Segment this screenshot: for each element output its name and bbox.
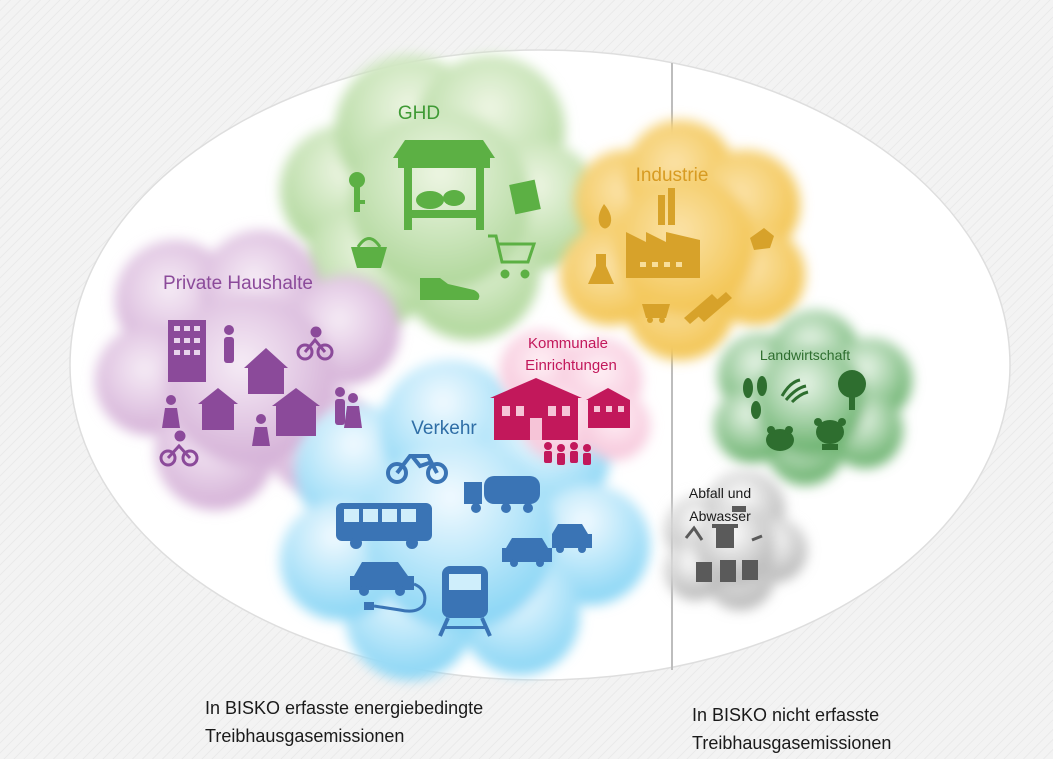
market-stall-icon: [393, 140, 495, 230]
shopping-cart-icon: [488, 234, 537, 279]
apartment-building-icon: [168, 320, 206, 382]
cow-icon: [814, 418, 846, 450]
field-icon: [780, 378, 809, 404]
label-abfall-2: Abwasser: [689, 508, 751, 524]
basket-icon: [351, 237, 387, 268]
people-group-icon: [544, 442, 591, 465]
electric-car-icon: [350, 562, 427, 613]
package-icon: [509, 179, 541, 215]
cyclist-icon: [159, 326, 334, 467]
key-icon: [349, 172, 365, 212]
label-landwirtschaft: Landwirtschaft: [760, 347, 850, 363]
mine-cart-icon: [642, 304, 670, 323]
motorcycle-icon: [386, 454, 448, 484]
cloud-landwirtschaft: [714, 310, 912, 485]
caption-excluded-line2: Treibhausgasemissionen: [692, 733, 892, 753]
waste-bin-icon: [696, 524, 758, 582]
caption-excluded: In BISKO nicht erfasste Treibhausgasemis…: [692, 701, 891, 757]
truck-icon: [464, 476, 540, 513]
municipal-building-icon: [586, 388, 630, 428]
town-hall-icon: [490, 378, 582, 440]
sewage-icon: [732, 506, 746, 512]
label-verkehr: Verkehr: [411, 418, 477, 439]
train-icon: [438, 566, 492, 637]
label-private-haushalte: Private Haushalte: [163, 273, 313, 294]
corn-icon: [743, 376, 767, 419]
bus-icon: [336, 503, 432, 549]
recycling-icon: [684, 525, 763, 542]
person-icon: [224, 325, 234, 363]
caption-included-line1: In BISKO erfasste energiebedingte: [205, 698, 484, 718]
caption-included-line2: Treibhausgasemissionen: [205, 726, 405, 746]
tree-icon: [838, 370, 866, 410]
label-abfall-1: Abfall und: [689, 485, 751, 501]
caption-included: In BISKO erfasste energiebedingte Treibh…: [205, 694, 483, 750]
couple-icon: [162, 387, 362, 446]
label-kommunale-1: Kommunale: [528, 335, 608, 352]
flame-icon: [598, 204, 612, 229]
house-icon: [198, 348, 320, 436]
label-industrie: Industrie: [636, 165, 709, 186]
ore-icon: [750, 228, 774, 250]
car-icon: [502, 524, 592, 567]
pig-icon: [766, 426, 794, 451]
label-kommunale-2: Einrichtungen: [525, 357, 617, 374]
flask-icon: [588, 254, 614, 284]
label-ghd: GHD: [398, 103, 440, 124]
caption-excluded-line1: In BISKO nicht erfasste: [692, 705, 880, 725]
shoe-icon: [420, 278, 480, 300]
steel-beams-icon: [684, 292, 732, 324]
factory-icon: [626, 188, 700, 278]
